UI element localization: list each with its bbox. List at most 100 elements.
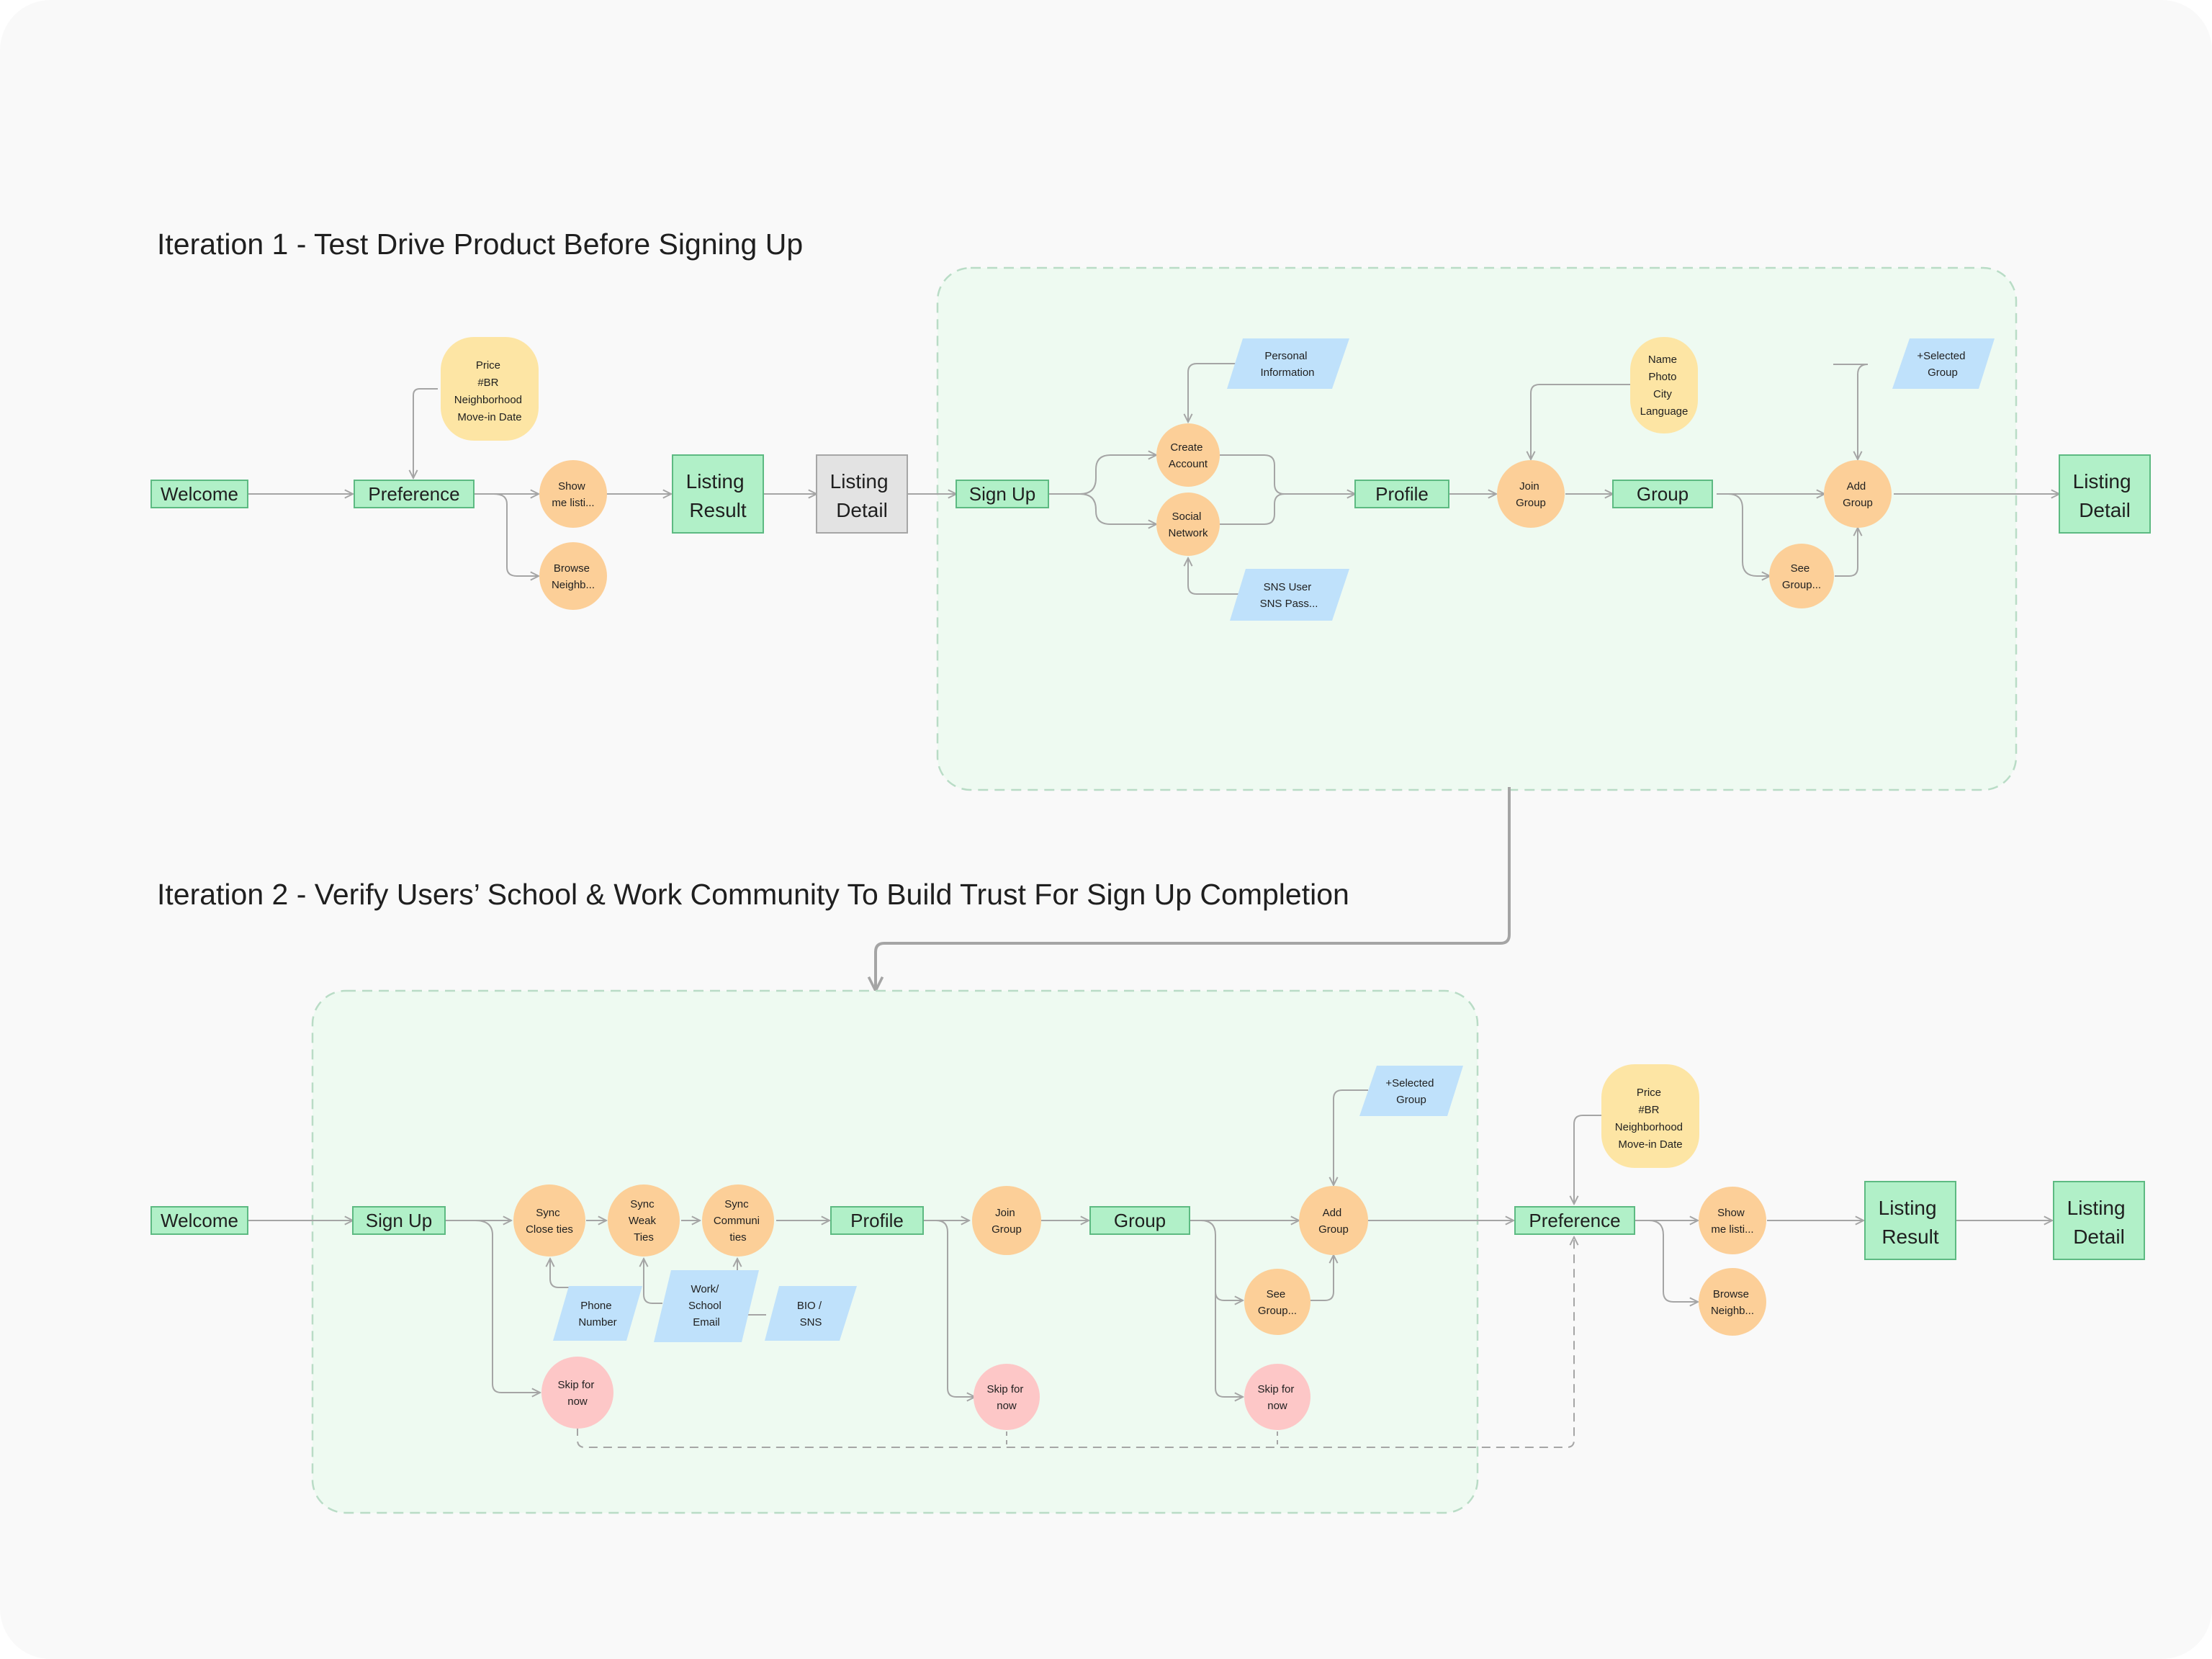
social-network-action[interactable]: Social Network <box>1156 493 1220 556</box>
welcome-label: Welcome <box>161 1210 238 1231</box>
profile-screen-2[interactable]: Profile <box>830 1206 924 1235</box>
input-line: SNS Pass... <box>1260 598 1318 610</box>
see-group-action[interactable]: See Group... <box>1769 544 1834 608</box>
data-line: Language <box>1640 405 1689 418</box>
data-line: Move-in Date <box>457 411 521 423</box>
input-line: School <box>688 1300 721 1312</box>
action-line: Sync <box>630 1198 655 1210</box>
action-line: Group... <box>1782 579 1821 591</box>
input-line: Group <box>1396 1094 1426 1106</box>
show-listings-action[interactable]: Show me listi... <box>539 460 607 528</box>
preference-screen[interactable]: Preference <box>354 480 475 508</box>
skip-group-action[interactable]: Skip for now <box>1244 1364 1310 1430</box>
action-line: Account <box>1169 458 1208 470</box>
data-line: Name <box>1648 354 1677 366</box>
action-line: Join <box>995 1207 1015 1219</box>
action-line: Sync <box>724 1198 749 1210</box>
preference-data-note-2: Price #BR Neighborhood Move-in Date <box>1601 1064 1699 1168</box>
action-line: Skip for <box>557 1379 594 1391</box>
svg-text:Sync Communi ties: Sync Communi ties <box>714 1198 763 1244</box>
svg-text:Show me listi...: Show me listi... <box>1711 1207 1753 1236</box>
input-line: +Selected <box>1917 350 1965 362</box>
screen-line: Detail <box>2073 1226 2125 1248</box>
listing-detail-screen-2[interactable]: Listing Detail <box>2053 1181 2145 1260</box>
group-screen-2[interactable]: Group <box>1089 1206 1190 1235</box>
svg-text:Price #BR Neighbor: Price #BR Neighborhood Move-in Date <box>1615 1087 1686 1151</box>
screen-line: Listing <box>830 470 889 493</box>
svg-text:SNS User SNS Pass...: SNS User SNS Pass... <box>1260 581 1318 610</box>
data-line: #BR <box>477 377 498 389</box>
input-line: Number <box>578 1316 616 1328</box>
listing-result-screen[interactable]: Listing Result <box>672 454 764 534</box>
welcome-screen[interactable]: Welcome <box>150 480 248 508</box>
sync-close-ties-action[interactable]: Sync Close ties <box>513 1184 585 1256</box>
iteration-2-title: Iteration 2 - Verify Users’ School & Wor… <box>157 878 1349 911</box>
listing-result-screen-2[interactable]: Listing Result <box>1864 1181 1956 1260</box>
add-group-action[interactable]: Add Group <box>1824 460 1892 528</box>
action-line: Group <box>1516 497 1546 509</box>
join-group-action-2[interactable]: Join Group <box>972 1186 1041 1255</box>
input-line: BIO / <box>797 1300 822 1312</box>
action-line: Skip for <box>986 1383 1023 1395</box>
svg-text:Price #BR Neighbor: Price #BR Neighborhood Move-in Date <box>454 359 525 423</box>
show-listings-action-2[interactable]: Show me listi... <box>1699 1187 1766 1254</box>
skip-signup-action[interactable]: Skip for now <box>541 1357 613 1429</box>
action-line: ties <box>729 1231 746 1244</box>
svg-text:Phone Number: Phone Number <box>578 1300 616 1328</box>
action-line: Communi <box>714 1215 760 1227</box>
sign-up-label: Sign Up <box>969 483 1036 505</box>
svg-text:Listing Detail: Listing Detail <box>2073 470 2137 521</box>
sign-up-screen-2[interactable]: Sign Up <box>352 1206 446 1235</box>
svg-text:See Group...: See Group... <box>1258 1288 1297 1317</box>
screen-line: Result <box>689 499 747 521</box>
action-line: Create <box>1170 441 1202 454</box>
skip-profile-action[interactable]: Skip for now <box>974 1364 1040 1430</box>
screen-line: Listing <box>686 470 745 493</box>
profile-data-note: Name Photo City Language <box>1630 337 1698 433</box>
action-line: Close ties <box>526 1223 573 1236</box>
iteration-2-connectors <box>248 1089 2052 1397</box>
add-group-action-2[interactable]: Add Group <box>1299 1186 1368 1255</box>
work-school-email-input: Work/ School Email <box>654 1270 759 1342</box>
svg-text:Sync Close ties: Sync Close ties <box>526 1207 573 1236</box>
profile-label: Profile <box>850 1210 904 1231</box>
sync-communities-action[interactable]: Sync Communi ties <box>702 1184 774 1256</box>
profile-screen[interactable]: Profile <box>1354 480 1449 508</box>
listing-detail-screen[interactable]: Listing Detail <box>2059 454 2151 534</box>
action-line: Weak <box>629 1215 657 1227</box>
group-screen[interactable]: Group <box>1612 480 1713 508</box>
preference-label: Preference <box>368 483 459 505</box>
svg-text:Browse Neighb...: Browse Neighb... <box>552 562 595 591</box>
group-label: Group <box>1114 1210 1166 1231</box>
preference-screen-2[interactable]: Preference <box>1514 1206 1635 1235</box>
browse-neighborhood-action[interactable]: Browse Neighb... <box>539 542 607 610</box>
svg-text:Listing Result: Listing Result <box>686 470 750 521</box>
skip-return-path <box>577 1237 1574 1448</box>
sign-up-screen[interactable]: Sign Up <box>956 480 1049 508</box>
input-line: SNS User <box>1264 581 1312 593</box>
svg-text:Create Account: Create Account <box>1169 441 1208 470</box>
iteration-1-connectors <box>248 363 2059 595</box>
create-account-action[interactable]: Create Account <box>1156 423 1220 487</box>
browse-neighborhood-action-2[interactable]: Browse Neighb... <box>1699 1268 1766 1336</box>
input-line: Work/ <box>691 1283 719 1295</box>
signup-flow-group-2 <box>311 989 1479 1514</box>
action-line: now <box>1267 1400 1287 1412</box>
svg-text:BIO / SNS: BIO / SNS <box>797 1300 824 1328</box>
action-line: me listi... <box>1711 1223 1753 1236</box>
input-line: Phone <box>580 1300 611 1312</box>
join-group-action[interactable]: Join Group <box>1497 460 1565 528</box>
data-line: #BR <box>1638 1104 1659 1116</box>
sync-weak-ties-action[interactable]: Sync Weak Ties <box>608 1184 680 1256</box>
welcome-screen-2[interactable]: Welcome <box>150 1206 248 1235</box>
action-line: Social <box>1172 511 1201 523</box>
screen-line: Result <box>1881 1226 1939 1248</box>
action-line: Show <box>558 480 585 493</box>
see-group-action-2[interactable]: See Group... <box>1244 1269 1310 1335</box>
selected-group-input: +Selected Group <box>1892 338 1995 389</box>
action-line: Ties <box>634 1231 654 1244</box>
input-line: Group <box>1928 367 1958 379</box>
listing-detail-preview-screen[interactable]: Listing Detail <box>816 454 908 534</box>
screen-line: Detail <box>836 499 888 521</box>
